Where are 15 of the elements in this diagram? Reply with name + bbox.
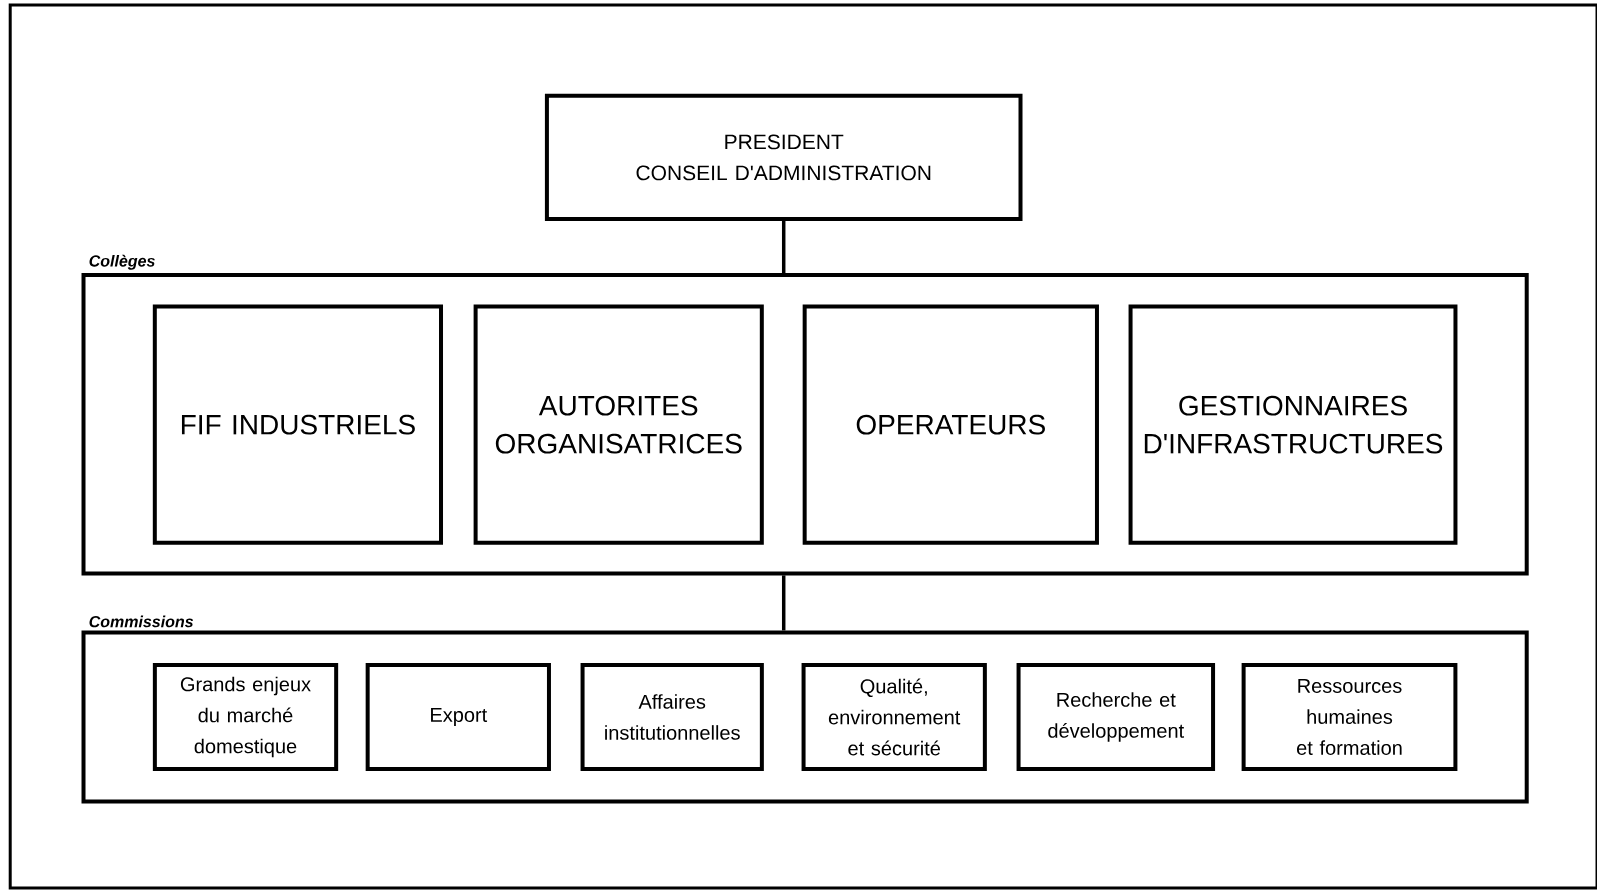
- org-box: Recherche et développement: [1016, 663, 1216, 771]
- org-box: Export: [365, 663, 551, 771]
- connector-line: [781, 575, 786, 631]
- org-box: FIF INDUSTRIELS: [152, 304, 443, 545]
- org-box: GESTIONNAIRES D'INFRASTRUCTURES: [1128, 304, 1458, 545]
- node-label: Commissions: [89, 615, 194, 628]
- org-box: Affaires institutionnelles: [580, 663, 764, 771]
- connector-line: [781, 221, 786, 273]
- node-label: Collèges: [89, 254, 155, 270]
- org-box: Ressources humaines et formation: [1241, 663, 1458, 771]
- org-box: Qualité, environnement et sécurité: [801, 663, 987, 771]
- org-box: PRESIDENT CONSEIL D'ADMINISTRATION: [544, 93, 1023, 221]
- org-box: OPERATEURS: [802, 304, 1099, 545]
- org-box: Grands enjeux du marché domestique: [152, 663, 339, 771]
- org-box: AUTORITES ORGANISATRICES: [473, 304, 764, 545]
